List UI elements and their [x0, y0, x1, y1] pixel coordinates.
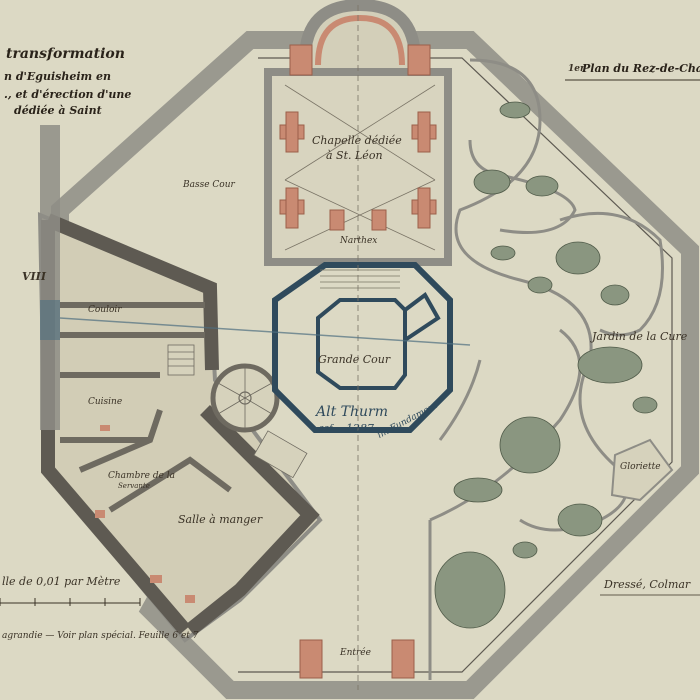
plan-number: 1er [568, 64, 585, 74]
signature: Dressé, Colmar [604, 578, 691, 591]
label-narthex: Narthex [340, 236, 378, 246]
entrance-piers [299, 639, 415, 679]
margin-note: VIII [22, 270, 46, 283]
chapel-vault-lines [284, 84, 436, 251]
label-tower-note-left: gef. [318, 424, 335, 434]
label-gloriette: Gloriette [620, 462, 661, 472]
presbytery-doors [95, 425, 195, 603]
cross-axis [59, 317, 471, 346]
presbytery-interior-walls [60, 302, 232, 513]
neighbor-wall [40, 125, 60, 430]
chapel-apse-brick [315, 14, 405, 66]
old-tower-outer [272, 262, 453, 433]
chapel-pillars [279, 44, 437, 231]
label-chambre: Chambre de la [108, 471, 176, 481]
label-tower: Alt Thurm [316, 404, 389, 420]
label-chapel-saint: à St. Léon [326, 149, 383, 162]
label-salle: Salle à manger [178, 513, 263, 526]
old-tower-inner [316, 298, 407, 390]
label-grande-cour: Grande Cour [318, 353, 391, 366]
old-tower-annex [403, 292, 441, 342]
label-entree: Entrée [340, 648, 371, 658]
label-cuisine: Cuisine [88, 397, 123, 407]
entrance-steps [167, 344, 308, 479]
scale-text: lle de 0,01 par Mètre [2, 575, 121, 588]
garden-paths [428, 58, 664, 680]
footer-note: agrandie — Voir plan spécial. Feuille 6 … [2, 631, 199, 641]
title-line-4: dédiée à Saint [14, 104, 102, 117]
plan-title: Plan du Rez-de-Cha [582, 62, 700, 75]
narthex-steps [320, 269, 400, 289]
title-line-3: ., et d'érection d'une [4, 88, 132, 101]
label-jardin: Jardin de la Cure [592, 330, 688, 343]
title-line-2: n d'Eguisheim en [4, 70, 111, 83]
gloriette [610, 438, 674, 502]
garden-shrubs [434, 101, 658, 629]
label-couloir: Couloir [88, 305, 122, 315]
spiral-stair-steps [217, 366, 273, 430]
label-chambre-2: Servante [118, 482, 150, 490]
scale-bar [0, 598, 141, 606]
label-tower-date: 1287 [346, 422, 374, 435]
neighbor-wall-blue [40, 300, 60, 340]
title-line-1: transformation [6, 46, 125, 62]
label-basse-cour: Basse Cour [183, 180, 235, 190]
label-chapel: Chapelle dédiée [312, 134, 402, 147]
